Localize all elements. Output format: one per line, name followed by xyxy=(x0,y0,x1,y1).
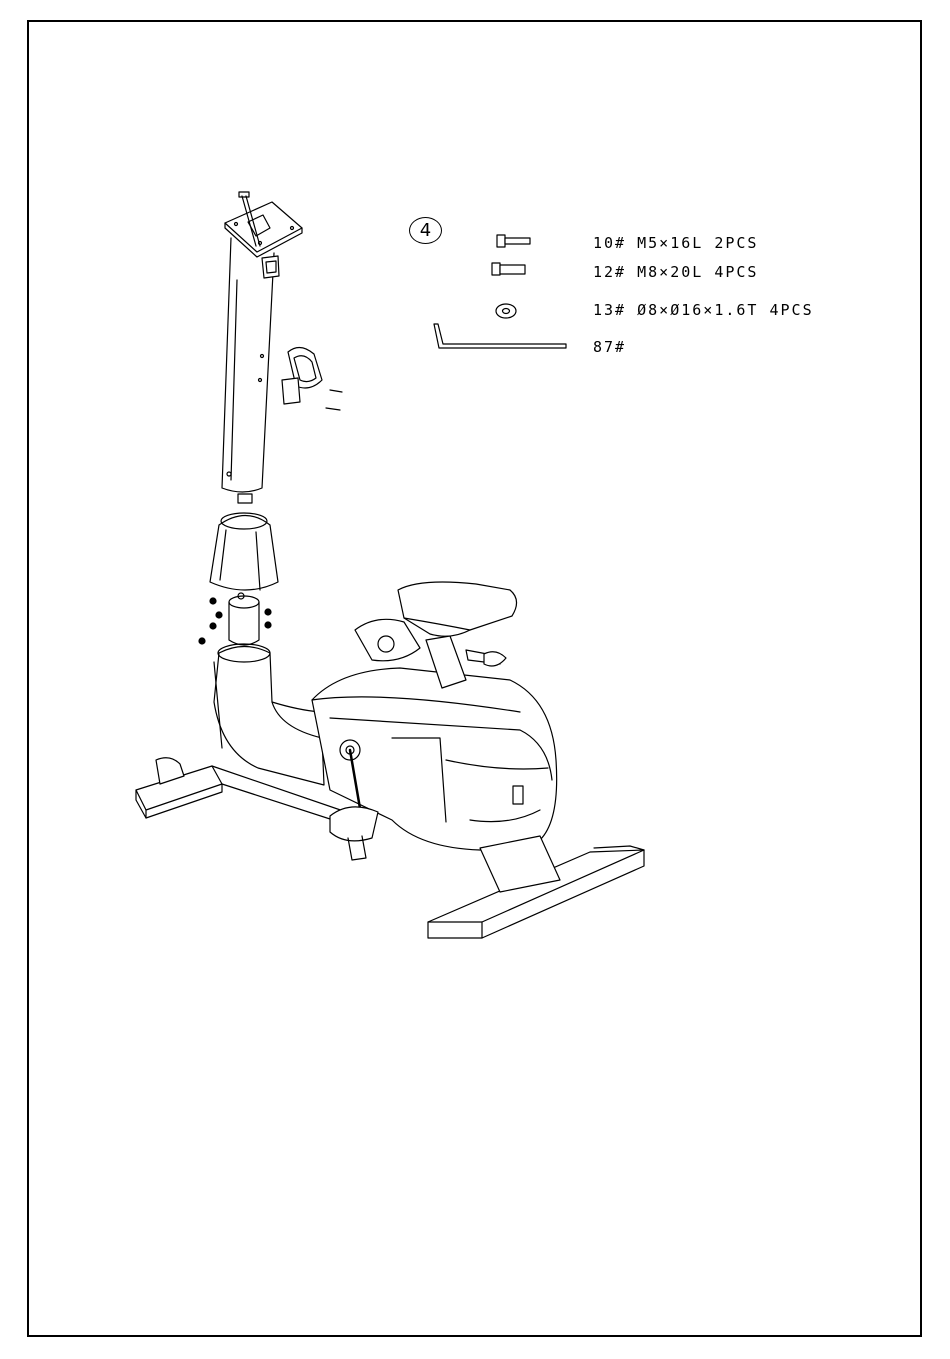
part-spec: Ø8×Ø16×1.6T xyxy=(637,301,758,319)
part-label-13: 13# Ø8×Ø16×1.6T 4PCS xyxy=(593,301,814,319)
part-label-87: 87# xyxy=(593,338,626,356)
part-spec: M5×16L xyxy=(637,234,703,252)
allen-key-icon xyxy=(434,324,566,348)
step-number: 4 xyxy=(420,222,431,240)
part-label-12: 12# M8×20L 4PCS xyxy=(593,263,758,281)
part-qty: 4PCS xyxy=(770,301,814,319)
bottle-holder xyxy=(282,347,342,410)
bolt-m5-icon xyxy=(497,235,530,247)
console-mount-plate xyxy=(225,192,302,257)
part-qty: 2PCS xyxy=(714,234,758,252)
part-code: 12# xyxy=(593,263,626,281)
upright-tube xyxy=(222,238,279,503)
upright-shroud xyxy=(210,513,278,590)
part-spec: M8×20L xyxy=(637,263,703,281)
part-code: 87# xyxy=(593,338,626,356)
part-code: 10# xyxy=(593,234,626,252)
bolt-m8-icon xyxy=(492,263,525,275)
part-label-10: 10# M5×16L 2PCS xyxy=(593,234,758,252)
washer-icon xyxy=(496,304,516,318)
frame-post xyxy=(199,593,271,645)
step-number-badge: 4 xyxy=(409,217,442,244)
part-qty: 4PCS xyxy=(714,263,758,281)
rear-stabilizer xyxy=(428,836,644,938)
bike-frame xyxy=(214,644,324,785)
part-code: 13# xyxy=(593,301,626,319)
